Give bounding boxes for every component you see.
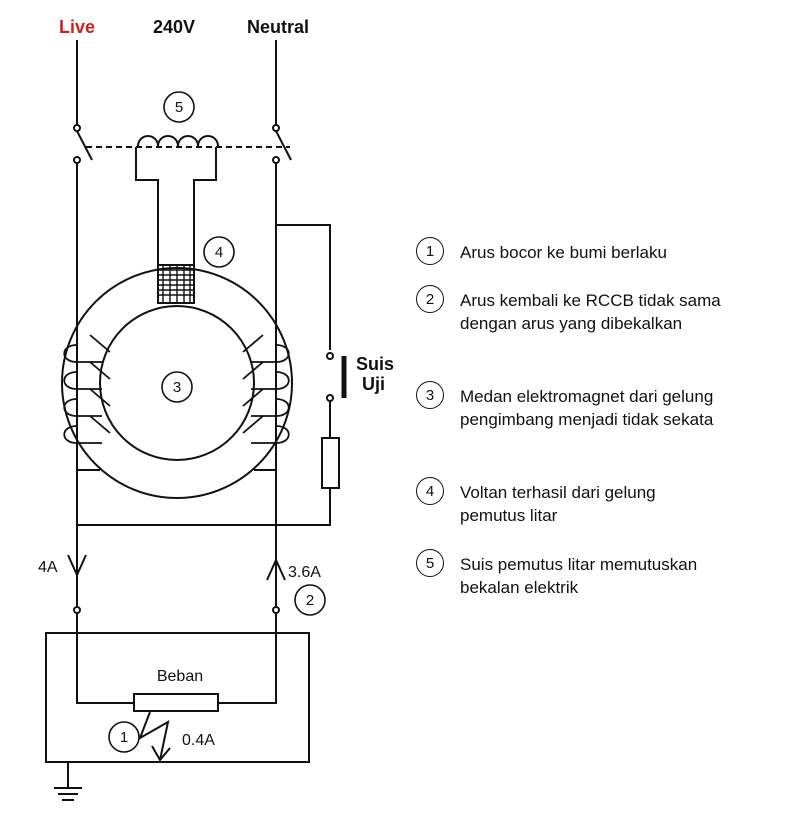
- legend-item-5: 5 Suis pemutus litar memutuskan bekalan …: [416, 549, 760, 599]
- toroid-inner: [99, 305, 255, 461]
- neutral-winding: [242, 334, 290, 444]
- marker-2: [294, 584, 326, 616]
- legend-text: Suis pemutus litar memutuskan bekalan el…: [460, 555, 698, 597]
- marker-3: [161, 371, 193, 403]
- trip-coil: [137, 135, 219, 147]
- live-current-arrow: [67, 554, 87, 578]
- leak-current-label: 0.4A: [182, 732, 215, 749]
- legend-text: Arus kembali ke RCCB tidak sama dengan a…: [460, 291, 721, 333]
- marker-1: [108, 721, 140, 753]
- voltage-label: 240V: [153, 17, 195, 37]
- legend-item-4: 4 Voltan terhasil dari gelung pemutus li…: [416, 477, 720, 527]
- marker-3-label: 3: [173, 379, 181, 396]
- legend-number: 2: [416, 285, 444, 313]
- marker-1-label: 1: [120, 729, 128, 746]
- marker-5-label: 5: [175, 99, 183, 116]
- marker-4: [203, 236, 235, 268]
- test-switch-label-2: Uji: [362, 374, 385, 394]
- live-current-label: 4A: [38, 559, 58, 576]
- load-resistor: [133, 693, 219, 712]
- legend-number: 5: [416, 549, 444, 577]
- load-wire: [76, 613, 277, 704]
- live-label: Live: [59, 17, 95, 37]
- legend-number: 3: [416, 381, 444, 409]
- legend-text: Medan elektromagnet dari gelung pengimba…: [460, 387, 714, 429]
- marker-2-label: 2: [306, 592, 314, 609]
- legend-text: Voltan terhasil dari gelung pemutus lita…: [460, 483, 656, 525]
- neutral-label: Neutral: [247, 17, 309, 37]
- neutral-current-label: 3.6A: [288, 564, 321, 581]
- live-winding: [63, 334, 111, 444]
- leakage-path: [138, 711, 170, 761]
- legend-number: 4: [416, 477, 444, 505]
- test-switch-label-1: Suis: [356, 354, 394, 374]
- legend-item-1: 1 Arus bocor ke bumi berlaku: [416, 237, 780, 265]
- load-label: Beban: [157, 668, 203, 685]
- test-resistor: [321, 437, 340, 489]
- marker-4-label: 4: [215, 244, 223, 261]
- legend-item-3: 3 Medan elektromagnet dari gelung pengim…: [416, 381, 775, 431]
- legend-item-2: 2 Arus kembali ke RCCB tidak sama dengan…: [416, 285, 740, 335]
- toroid-outer: [61, 267, 293, 499]
- load-enclosure: [45, 632, 310, 763]
- neutral-switch-blade: [275, 130, 292, 161]
- sensing-coil: [157, 264, 195, 304]
- test-circuit-wire: [276, 224, 331, 350]
- legend-number: 1: [416, 237, 444, 265]
- legend-text: Arus bocor ke bumi berlaku: [460, 243, 667, 262]
- live-switch-blade: [76, 130, 93, 161]
- marker-5: [163, 91, 195, 123]
- neutral-current-arrow: [266, 557, 286, 581]
